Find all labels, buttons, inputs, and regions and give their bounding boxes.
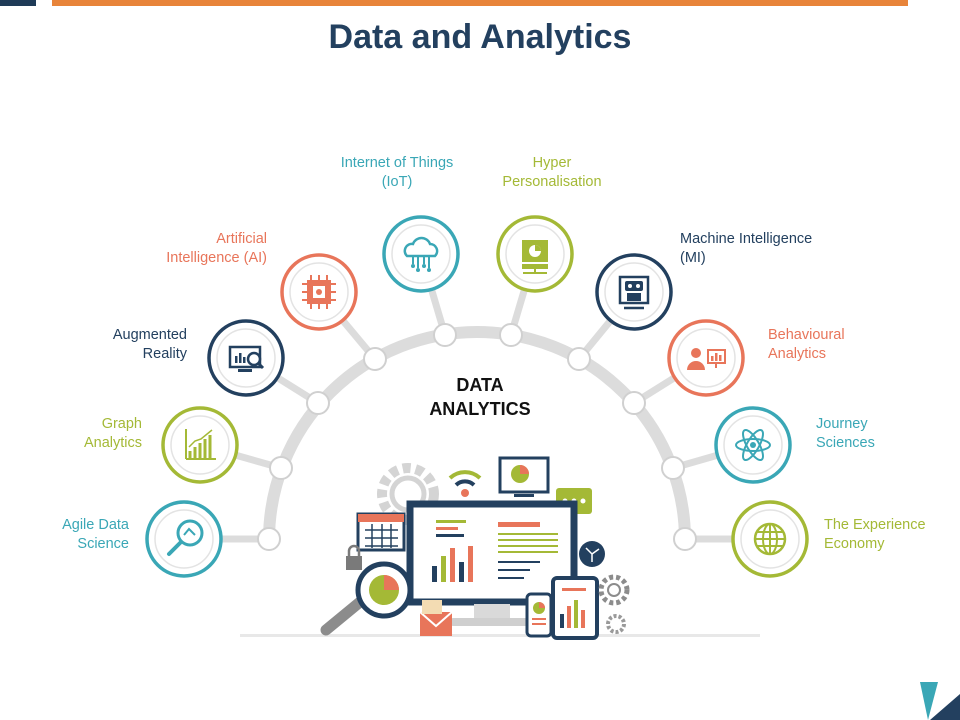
slide-title: Data and Analytics bbox=[328, 18, 632, 56]
central-arc bbox=[263, 326, 691, 541]
cloud-network-icon bbox=[382, 215, 460, 293]
logo-teal-shape bbox=[920, 682, 938, 720]
tablet-icon bbox=[551, 576, 599, 640]
robot-icon bbox=[595, 253, 673, 331]
magnifier-network-icon bbox=[145, 500, 223, 578]
arc-node-4 bbox=[433, 323, 457, 347]
label-machine-intelligence: Machine Intelligence(MI) bbox=[680, 231, 813, 266]
top-bar-navy bbox=[0, 0, 36, 6]
icon-circles bbox=[145, 215, 809, 578]
monitor-analysis-icon bbox=[207, 319, 285, 397]
bar-graph-icon bbox=[161, 406, 239, 484]
lock-icon bbox=[346, 544, 362, 570]
magnifier-pie-icon bbox=[320, 561, 413, 636]
atom-icon bbox=[714, 406, 792, 484]
user-chart-icon bbox=[667, 319, 745, 397]
calendar-icon bbox=[356, 512, 406, 552]
corner-logo bbox=[920, 682, 960, 720]
chip-icon bbox=[280, 253, 358, 331]
monitor-icon bbox=[406, 500, 578, 626]
envelope-icon bbox=[419, 600, 453, 636]
arc-node-2 bbox=[306, 391, 330, 415]
arc-node-9 bbox=[673, 527, 697, 551]
network-node-icon bbox=[579, 541, 605, 567]
globe-icon bbox=[731, 500, 809, 578]
floor-line bbox=[240, 634, 760, 637]
arc-node-5 bbox=[499, 323, 523, 347]
top-bar-orange bbox=[52, 0, 908, 6]
arc-node-1 bbox=[269, 456, 293, 480]
label-internet-of-things: Internet of Things(IoT) bbox=[340, 155, 454, 190]
arc-node-7 bbox=[622, 391, 646, 415]
center-label: DATA ANALYTICS bbox=[400, 373, 560, 421]
analytics-illustration bbox=[240, 456, 760, 640]
arc-nodes bbox=[257, 323, 697, 551]
arc-node-0 bbox=[257, 527, 281, 551]
center-line-1: DATA bbox=[456, 375, 504, 395]
arc-node-8 bbox=[661, 456, 685, 480]
wifi-icon bbox=[448, 470, 482, 497]
arc-node-3 bbox=[363, 347, 387, 371]
logo-navy-shape bbox=[930, 694, 960, 720]
server-icon bbox=[496, 215, 574, 293]
small-monitor-pie-icon bbox=[498, 456, 550, 497]
phone-icon bbox=[525, 592, 553, 638]
arc-node-6 bbox=[567, 347, 591, 371]
center-line-2: ANALYTICS bbox=[429, 399, 531, 419]
small-gear-icon bbox=[598, 574, 630, 634]
